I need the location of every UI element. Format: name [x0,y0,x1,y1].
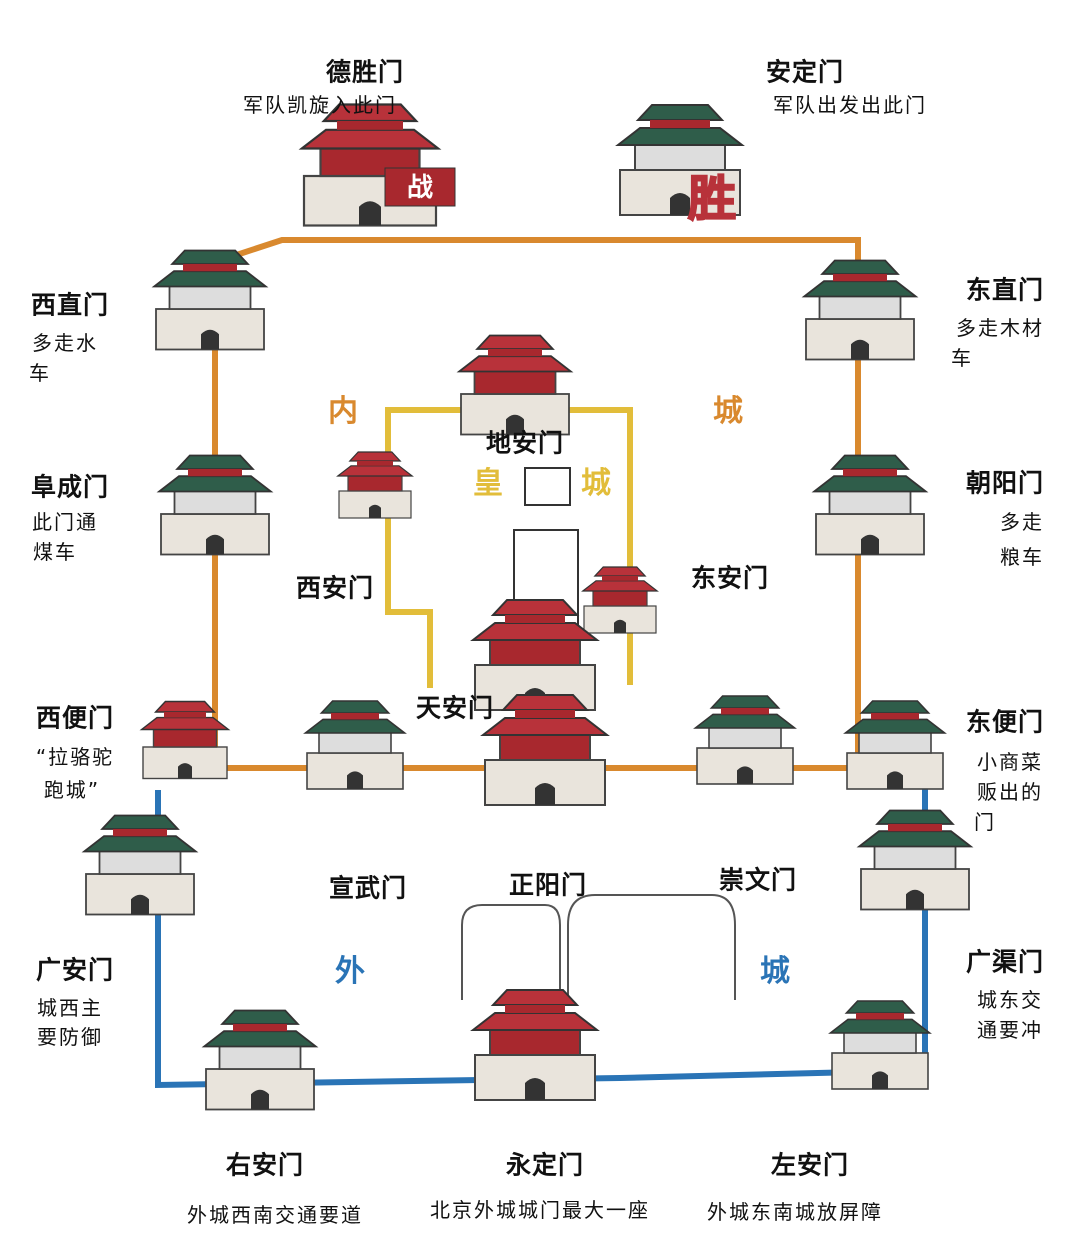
victory-sign: 胜 [687,170,737,228]
zhengyang-outline [461,894,736,1000]
gate-tower-dongbianmen [843,700,947,790]
gate-name-donganmen: 东安门 [690,563,770,593]
gate-note-xibianmen-1: “拉骆驼 [35,745,115,769]
gate-tower-chongwenmen [693,695,797,785]
gate-tower-zhengyangmen [480,694,610,806]
gate-tower-yongdingmen [470,989,600,1101]
gate-tower-youanmen [201,1009,319,1111]
gate-name-xuanwumen: 宣武门 [328,873,408,903]
zone-label-imperial-city: 城 [581,466,611,501]
gate-name-zhengyangmen: 正阳门 [508,870,588,900]
gate-tower-zuoanmen [828,1000,932,1090]
gate-note-dongzhimen-1: 多走木材 [956,316,1044,340]
gate-name-xibianmen: 西便门 [35,703,115,733]
gate-note-yongdingmen: 北京外城城门最大一座 [430,1198,650,1222]
gate-tower-fuchengmen [156,454,274,556]
war-banner-sign: 战 [384,167,456,207]
gate-note-youanmen: 外城西南交通要道 [187,1203,363,1227]
gate-note-fuchengmen-2: 煤车 [33,540,77,564]
gate-note-dongbianmen-3: 门 [974,810,996,834]
gate-name-deshengmen: 德胜门 [325,57,405,87]
gate-note-dongbianmen-1: 小商菜 [977,750,1043,774]
gate-name-yongdingmen: 永定门 [505,1150,585,1180]
war-sign-text: 战 [407,173,433,203]
gate-name-xianmen: 西安门 [295,573,375,603]
gate-name-tiananmen: 天安门 [415,693,495,723]
gate-note-dongzhimen-2: 车 [951,346,973,370]
gate-name-fuchengmen: 阜成门 [30,472,110,502]
gate-name-dongbianmen: 东便门 [965,707,1045,737]
gate-note-guanganmen-2: 要防御 [37,1025,103,1049]
gate-name-chongwenmen: 崇文门 [718,865,798,895]
gate-name-guangqumen: 广渠门 [965,947,1045,977]
gate-note-guanganmen-1: 城西主 [37,996,103,1020]
gate-tower-andingmen [615,104,745,216]
gate-tower-xianmen [336,451,414,519]
gate-note-deshengmen: 军队凯旋入此门 [243,93,397,117]
gate-name-zuoanmen: 左安门 [770,1150,850,1180]
gate-note-chaoyangmen-1: 多走 [1000,510,1044,534]
gate-tower-xizhimen [151,249,269,351]
gate-note-xizhimen-1: 多走水 [32,331,98,355]
zone-label-inner-city: 城 [713,394,743,429]
gate-note-xibianmen-2: 跑城” [43,778,101,802]
gate-note-chaoyangmen-2: 粮车 [1000,545,1044,569]
gate-tower-chaoyangmen [811,454,929,556]
gate-note-dongbianmen-2: 贩出的 [977,780,1043,804]
gate-note-guangqumen-2: 通要冲 [977,1018,1043,1042]
gate-name-dongzhimen: 东直门 [965,275,1045,305]
zone-label-outer-city: 城 [760,954,790,989]
gate-tower-xuanwumen [303,700,407,790]
gate-tower-guangqumen [856,809,974,911]
gate-name-xizhimen: 西直门 [30,290,110,320]
victory-sign-text: 胜 [688,171,736,227]
gate-tower-xibianmen [139,700,231,780]
gate-tower-dongzhimen [801,259,919,361]
gate-name-youanmen: 右安门 [225,1150,305,1180]
gate-tower-xibian-wall [81,814,199,916]
gate-note-andingmen: 军队出发出此门 [773,93,927,117]
gate-note-xizhimen-2: 车 [29,361,51,385]
gate-note-fuchengmen-1: 此门通 [32,510,98,534]
zone-label-inner: 内 [328,394,358,429]
zone-label-outer: 外 [335,954,365,989]
gate-tower-deshengmen [298,103,442,227]
gate-note-guangqumen-1: 城东交 [977,988,1043,1012]
gate-note-zuoanmen: 外城东南城放屏障 [707,1200,883,1224]
zone-label-imperial: 皇 [473,466,503,501]
gate-name-guanganmen: 广安门 [35,955,115,985]
gate-tower-dianmen [456,334,574,436]
gate-name-dianmen: 地安门 [485,428,565,458]
gate-name-chaoyangmen: 朝阳门 [965,468,1045,498]
gate-name-andingmen: 安定门 [765,57,845,87]
gate-tower-donganmen [581,566,659,634]
